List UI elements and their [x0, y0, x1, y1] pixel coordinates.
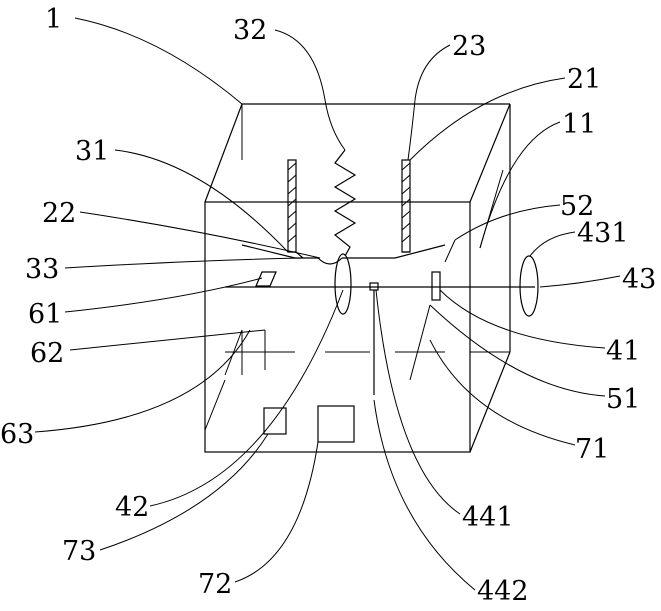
box-63 [264, 408, 286, 434]
label-31: 31 [75, 136, 109, 167]
label-61: 61 [28, 299, 62, 330]
label-63: 63 [0, 419, 34, 450]
label-431: 431 [577, 218, 629, 249]
label-21: 21 [567, 64, 601, 95]
label-441: 441 [462, 502, 514, 533]
label-33: 33 [25, 254, 59, 285]
label-23: 23 [452, 31, 486, 62]
label-41: 41 [606, 336, 640, 367]
label-73: 73 [62, 536, 96, 567]
label-43: 43 [622, 264, 656, 295]
spring [335, 150, 355, 256]
label-1: 1 [45, 4, 62, 35]
lens-right [520, 256, 538, 316]
label-32: 32 [233, 15, 267, 46]
label-442: 442 [477, 576, 529, 606]
left-plate [288, 160, 303, 258]
label-11: 11 [562, 109, 596, 140]
label-62: 62 [30, 338, 64, 369]
right-plate [402, 160, 410, 252]
label-42: 42 [115, 492, 149, 523]
optical-axis [225, 170, 538, 395]
box-outline [205, 104, 510, 452]
component-41 [432, 272, 440, 300]
label-51: 51 [606, 384, 640, 415]
callout-labels: 1 32 23 21 31 11 22 52 431 33 43 61 62 4… [0, 4, 656, 606]
label-72: 72 [198, 569, 232, 600]
label-22: 22 [42, 198, 76, 229]
box-72 [318, 406, 354, 442]
label-71: 71 [575, 434, 609, 465]
